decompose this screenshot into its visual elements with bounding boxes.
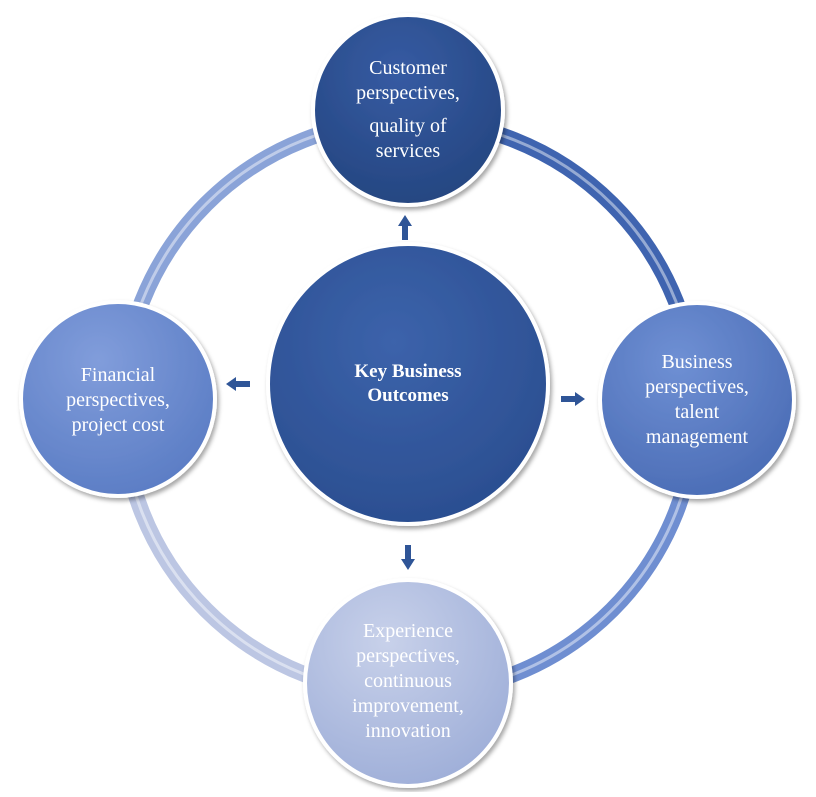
node-left-label-line: perspectives, <box>66 388 170 411</box>
center-label-line: Key Business <box>354 361 462 382</box>
arrow-down-icon <box>401 545 415 570</box>
node-top-label: Customer perspectives, quality of servic… <box>318 52 498 168</box>
node-right-label-line: Business <box>661 351 733 373</box>
arrow-up-icon <box>398 215 412 240</box>
node-right-circle <box>598 301 796 499</box>
node-right-label: Business perspectives, talent management <box>607 347 787 453</box>
node-right-label-line: talent <box>674 401 720 423</box>
node-left-label: Financial perspectives, project cost <box>28 360 208 440</box>
node-left-label-line: project cost <box>71 413 165 436</box>
center-label-line: Outcomes <box>367 385 449 406</box>
node-bottom-circle <box>303 578 513 788</box>
node-bottom-label: Experience perspectives, continuous impr… <box>318 616 498 746</box>
node-bottom-label-line: Experience <box>363 619 453 642</box>
node-bottom-label-line: improvement, <box>352 694 464 717</box>
center-label: Key Business Outcomes <box>288 334 528 434</box>
node-top-label-line: quality of <box>369 115 447 137</box>
node-top-label-line: perspectives, <box>356 82 460 104</box>
arrow-left-icon <box>226 377 250 391</box>
node-bottom-label-line: innovation <box>365 719 451 742</box>
node-right-label-line: perspectives, <box>645 376 749 398</box>
node-left-label-line: Financial <box>80 363 156 386</box>
node-left-circle <box>19 300 217 498</box>
node-bottom-label-line: perspectives, <box>356 644 460 667</box>
node-top-label-line: Customer <box>369 57 447 79</box>
node-top-label-line: services <box>375 140 441 162</box>
node-top-circle <box>311 13 505 207</box>
node-right-label-line: management <box>645 426 749 448</box>
center-circle <box>266 242 550 526</box>
node-bottom-label-line: continuous <box>364 669 452 692</box>
arrow-right-icon <box>561 392 585 406</box>
